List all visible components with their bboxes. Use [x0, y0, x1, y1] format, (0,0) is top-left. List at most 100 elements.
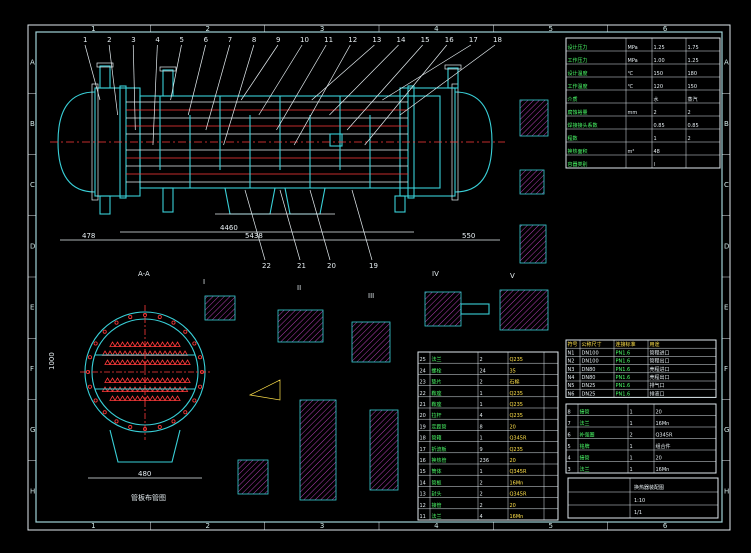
- nozzle-n1-flange: [96, 62, 114, 68]
- nozzle-table-cell: 管程进口: [650, 349, 670, 356]
- parts-table-cell: 20: [510, 458, 516, 464]
- grid-col-top-4: 4: [434, 25, 439, 33]
- tube-hole: [159, 377, 166, 383]
- section-label: A-A: [138, 270, 150, 278]
- balloon-top-16: 16: [445, 36, 454, 44]
- small-table-cell: 6: [568, 433, 571, 439]
- detail-v-label: V: [510, 272, 515, 280]
- detail-iii-label: III: [368, 292, 374, 300]
- tech-table-cell: 设计压力: [568, 44, 588, 51]
- title-block-sheet: 1/1: [634, 510, 642, 516]
- bolt-circle: [86, 312, 204, 431]
- tube-hole: [129, 395, 136, 401]
- tube-hole: [169, 341, 176, 347]
- left-saddle: [224, 187, 276, 215]
- grid-row-right-D: D: [724, 242, 729, 250]
- nozzle-table-cell: N1: [568, 350, 575, 356]
- small-table-cell: 接管: [580, 455, 590, 462]
- parts-table-cell: 筒体: [432, 468, 442, 475]
- small-table-cell: 16Mn: [656, 467, 670, 473]
- tech-table-cell: 腐蚀裕量: [568, 109, 588, 116]
- baffles: [159, 96, 371, 188]
- parts-table-cell: 4: [480, 413, 483, 419]
- grid-row-left-G: G: [30, 426, 35, 434]
- nozzle-table-cell: PN1.6: [616, 350, 631, 356]
- balloon-top-5: 5: [179, 36, 183, 44]
- nozzle-table-cell: 用途: [650, 341, 660, 348]
- leader-line: [187, 44, 206, 116]
- tube-hole: [114, 377, 121, 383]
- tech-table-cell: I: [654, 162, 655, 168]
- title-block: 换热器装配图 1:10 1/1: [567, 477, 719, 519]
- parts-table-cell: 管箱: [432, 435, 442, 442]
- grid-row-right-H: H: [724, 487, 729, 495]
- nozzle-n2: [99, 195, 111, 215]
- small-table-cell: 8: [568, 410, 571, 416]
- tube-hole: [104, 359, 111, 365]
- tube-hole: [154, 377, 161, 383]
- tube-hole: [139, 395, 146, 401]
- balloon-bottom-19: 19: [369, 262, 378, 270]
- parts-table-cell: 接管: [432, 502, 442, 509]
- tube-hole: [164, 359, 171, 365]
- leader-line: [108, 44, 118, 116]
- nozzle-table-cell: 公称尺寸: [582, 341, 602, 348]
- tech-table-cell: 工作压力: [568, 57, 588, 64]
- tube-hole: [179, 377, 186, 383]
- tech-table-cell: 工作温度: [568, 83, 588, 90]
- nozzle-table-cell: 管程出口: [650, 358, 670, 365]
- tube-hole: [149, 377, 156, 383]
- parts-table-cell: 4: [480, 514, 483, 520]
- bolt-hole: [171, 320, 176, 325]
- parts-table-cell: Q235: [510, 447, 523, 453]
- nozzle-table-cell: 连接标准: [616, 341, 636, 348]
- tube-hole: [164, 341, 171, 347]
- small-table-cell: 组合件: [656, 443, 671, 450]
- tube-hole: [184, 377, 191, 383]
- tube-hole: [109, 377, 116, 383]
- leader-line: [351, 189, 373, 261]
- tube-hole: [139, 377, 146, 383]
- detail-iv-pipe: [460, 303, 490, 315]
- section-bottom-label: 管板布管图: [131, 493, 166, 502]
- bolt-hole: [128, 314, 133, 319]
- small-table-cell: 7: [568, 421, 571, 427]
- parts-table-cell: 垫片: [432, 379, 442, 386]
- detail-iv-hatch: [424, 291, 462, 327]
- detail-weld-small: [237, 459, 269, 495]
- tube-hole: [149, 341, 156, 347]
- dim-right-text: 550: [462, 232, 475, 240]
- tech-table-cell: 1.00: [654, 58, 665, 64]
- tube-hole: [174, 341, 181, 347]
- tube-hole: [124, 377, 131, 383]
- tech-table-cell: 蒸汽: [688, 96, 698, 103]
- bolt-hole: [198, 384, 203, 389]
- dim-overall-text: 5438: [245, 232, 263, 240]
- grid-row-right-F: F: [724, 365, 728, 373]
- balloon-bottom-20: 20: [327, 262, 336, 270]
- parts-table-cell: Q345R: [510, 469, 527, 475]
- balloon-top-17: 17: [469, 36, 478, 44]
- grid-col-bottom-3: 3: [320, 522, 324, 530]
- nozzle-table-cell: PN1.6: [616, 383, 631, 389]
- parts-table-cell: 封头: [432, 491, 442, 498]
- tech-table-cell: 水: [654, 96, 659, 103]
- tech-table-cell: 1.75: [688, 45, 699, 51]
- leader-line: [276, 44, 327, 131]
- bolt-hole: [192, 341, 197, 346]
- grid-row-left-F: F: [30, 365, 34, 373]
- tube-hole: [134, 395, 141, 401]
- detail-i-hatch: [204, 295, 236, 321]
- nozzle-table-cell: 排气口: [650, 382, 665, 389]
- nozzle-table-cell: N3: [568, 367, 575, 373]
- tube-hole: [119, 377, 126, 383]
- tube-hole: [109, 341, 116, 347]
- leader-line: [293, 44, 351, 146]
- nozzle-table-frame: [565, 339, 717, 398]
- detail-right-a: [519, 224, 547, 264]
- parts-table-cell: 12: [420, 503, 426, 509]
